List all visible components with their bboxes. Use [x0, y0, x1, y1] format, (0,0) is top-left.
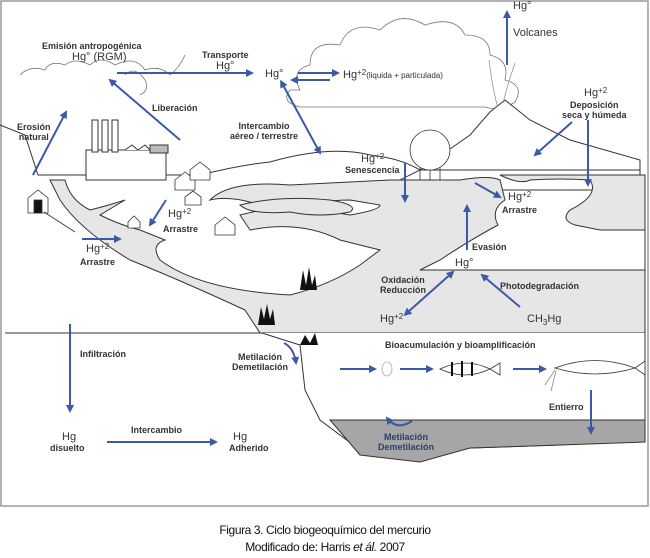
label-arrastre-right: Arrastre	[502, 205, 538, 215]
label-ch3hg: CH3Hg	[527, 313, 561, 329]
line1: Intercambio	[238, 121, 290, 131]
charge: +2	[182, 207, 192, 216]
figure-caption-title: Figura 3. Ciclo biogeoquímico del mercur…	[219, 523, 431, 537]
source-prefix: Modificado de: Harris	[245, 540, 354, 554]
label-hg2-water: Hg+2	[380, 312, 404, 325]
line1: Metilación	[384, 432, 429, 442]
charge: +2	[357, 68, 367, 77]
label-hg2-atm: Hg+2(liquida + particulada)	[343, 68, 443, 82]
label-arrastre-mid: Arrastre	[163, 224, 199, 234]
label-hg-adherido-species: Hg	[233, 431, 248, 443]
label-hg0-atm: Hg°	[265, 68, 284, 80]
catfish-icon	[544, 360, 646, 392]
label-emision-species: Hg° (RGM)	[72, 51, 127, 63]
label-photodegradacion: Photodegradación	[500, 281, 580, 291]
label-deposicion-species: Hg+2	[584, 86, 608, 99]
label-emision: Emisión antropogénica	[42, 41, 142, 51]
label-intercambio-ground: Intercambio	[131, 425, 183, 435]
arrow-deposicion-diag	[533, 121, 573, 157]
arrow-intercambio	[280, 79, 321, 155]
label-hg0-water: Hg°	[455, 257, 474, 269]
line2: Demetilación	[232, 362, 289, 372]
cloud-icon	[286, 18, 519, 110]
aquatic-plant-icon	[258, 267, 318, 345]
species-b: Hg	[547, 313, 562, 325]
species: Hg	[361, 153, 376, 165]
label-hg-disuelto-species: Hg	[62, 431, 77, 443]
line2: Reducción	[380, 285, 427, 295]
label-senescencia: Senescencia	[345, 165, 400, 175]
charge: +2	[598, 86, 608, 95]
ground-line	[199, 150, 640, 176]
mine-entrance-icon	[27, 189, 141, 233]
line2: aéreo / terrestre	[230, 131, 299, 141]
line2: natural	[18, 132, 49, 142]
note: (liquida + particulada)	[366, 71, 443, 80]
line1: Erosión	[17, 122, 51, 132]
line1: Oxidación	[381, 275, 425, 285]
line1: Metilación	[238, 352, 283, 362]
surface-water	[49, 174, 646, 334]
mercury-cycle-illustration	[0, 0, 649, 507]
label-arrastre-left: Arrastre	[80, 257, 116, 267]
label-volcanes: Volcanes	[513, 27, 558, 39]
tree-icon	[409, 129, 451, 180]
species: Hg	[380, 313, 395, 325]
arrow-sed-metilacion	[385, 416, 413, 427]
striped-fish-icon	[439, 361, 501, 377]
charge: +2	[394, 312, 404, 321]
species: Hg	[508, 191, 523, 203]
figure-caption-source: Modificado de: Harris et ál. 2007	[0, 540, 650, 554]
frame-border	[0, 0, 649, 507]
arrow-liberacion	[108, 78, 181, 141]
sediment-layer	[328, 419, 646, 463]
source-year: 2007	[376, 540, 406, 554]
factory-icon	[85, 119, 169, 181]
species: Hg	[168, 208, 183, 220]
charge: +2	[375, 152, 385, 161]
line1: Deposición	[570, 100, 619, 110]
species: Hg	[86, 243, 101, 255]
label-hg-adherido: Adherido	[229, 443, 269, 453]
label-arrastre-right-species: Hg+2	[508, 190, 532, 203]
label-transporte: Transporte	[202, 50, 249, 60]
label-hg-disuelto: disuelto	[50, 443, 85, 453]
zooplankton-icon	[381, 361, 393, 377]
charge: +2	[100, 242, 110, 251]
source-etal: et ál.	[353, 540, 377, 554]
subscript: 3	[542, 318, 548, 328]
label-entierro: Entierro	[549, 402, 584, 412]
label-volcan-species: Hg°	[513, 0, 532, 12]
label-bioacumulacion: Bioacumulación y bioamplificación	[385, 340, 536, 350]
line2: seca y húmeda	[562, 110, 627, 120]
label-arrastre-left-species: Hg+2	[86, 242, 110, 255]
species: Hg	[343, 69, 358, 81]
arrow-photodegradacion	[480, 273, 521, 308]
label-liberacion: Liberación	[152, 103, 198, 113]
label-transporte-species: Hg°	[216, 60, 235, 72]
species-a: CH	[527, 313, 543, 325]
label-infiltracion: Infiltración	[80, 349, 127, 359]
house-icon	[174, 161, 236, 236]
arrow-arrastre-mid	[148, 199, 167, 227]
species: Hg	[584, 87, 599, 99]
label-evasion: Evasión	[472, 242, 507, 252]
arrow-arrastre-right	[474, 182, 502, 198]
line2: Demetilación	[378, 442, 435, 452]
arrow-oxidacion-reduccion	[403, 270, 455, 316]
arrow-metilacion-plant	[283, 342, 300, 365]
label-arrastre-mid-species: Hg+2	[168, 207, 192, 220]
arrow-erosion	[32, 110, 67, 176]
diagram-frame: Emisión antropogénica Hg° (RGM) Transpor…	[0, 0, 649, 507]
charge: +2	[522, 190, 532, 199]
label-senescencia-species: Hg+2	[361, 152, 385, 165]
